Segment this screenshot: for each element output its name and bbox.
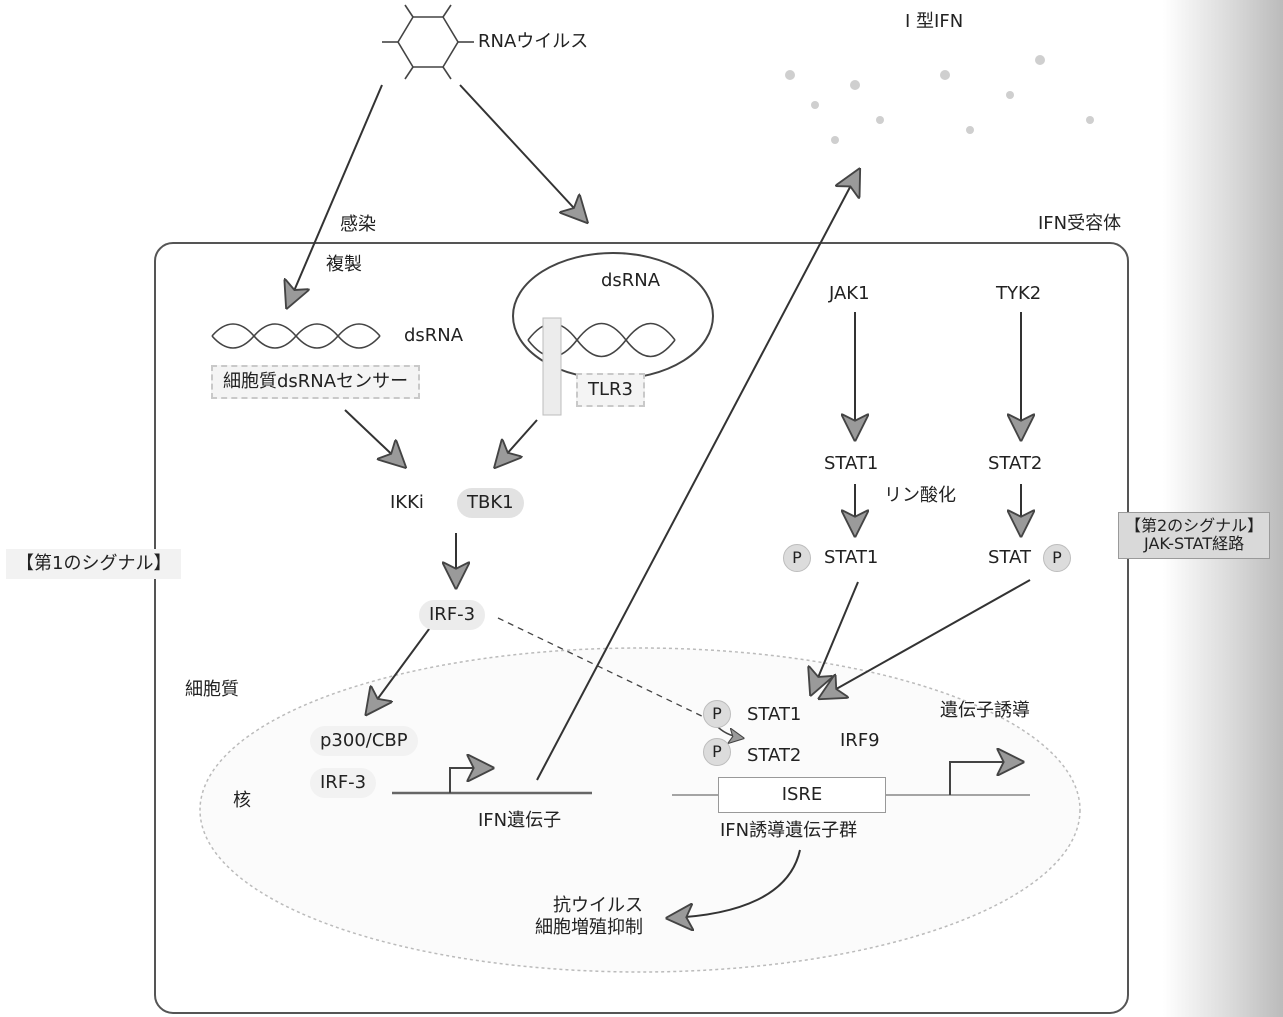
irf3-top-label: IRF-3 xyxy=(419,600,485,630)
nucleus-label: 核 xyxy=(233,792,251,810)
tyk2-label: TYK2 xyxy=(996,285,1041,303)
antiviral-line1: 抗ウイルス xyxy=(553,897,643,915)
ifn-induced-genes-label: IFN誘導遺伝子群 xyxy=(720,822,857,840)
cyto-dsrna-label: dsRNA xyxy=(404,327,463,345)
stat1-nucleus-label: STAT1 xyxy=(747,706,801,724)
phosphorylation-label: リン酸化 xyxy=(884,487,956,505)
p-stat2-label: STAT xyxy=(988,549,1031,567)
gene-induction-label: 遺伝子誘導 xyxy=(940,702,1030,720)
rna-virus-label: RNAウイルス xyxy=(478,33,588,51)
signal2-box: 【第2のシグナル】 JAK-STAT経路 xyxy=(1118,512,1270,559)
ifn-molecules xyxy=(785,55,1094,144)
cyto-dsrna-sensor-box: 細胞質dsRNAセンサー xyxy=(211,365,420,399)
cyto-dsrna-helix xyxy=(212,324,380,348)
type1-ifn-label: I 型IFN xyxy=(905,13,963,31)
stat1-label: STAT1 xyxy=(824,455,878,473)
tlr3-receptor xyxy=(543,318,561,415)
irf3-bottom-label: IRF-3 xyxy=(310,768,376,798)
signal2-line2: JAK-STAT経路 xyxy=(1125,535,1263,553)
isre-box: ISRE xyxy=(718,777,886,813)
p-stat1-label: STAT1 xyxy=(824,549,878,567)
p-stat1-nuc-icon: P xyxy=(703,700,731,728)
tlr3-box: TLR3 xyxy=(576,373,645,407)
signal2-line1: 【第2のシグナル】 xyxy=(1125,517,1263,535)
arrow-sensor-to-ikki xyxy=(345,410,403,465)
p300-cbp-label: p300/CBP xyxy=(310,726,418,756)
signal1-label: 【第1のシグナル】 xyxy=(6,549,181,579)
endosome-dsrna-label: dsRNA xyxy=(601,272,660,290)
infection-label: 感染 xyxy=(340,216,376,234)
tbk1-label: TBK1 xyxy=(457,488,524,518)
antiviral-line2: 細胞増殖抑制 xyxy=(535,919,643,937)
stat2-label: STAT2 xyxy=(988,455,1042,473)
arrow-tlr3-to-tbk1 xyxy=(497,420,537,465)
p-stat2-nuc-icon: P xyxy=(703,738,731,766)
virus-icon xyxy=(382,5,474,79)
p-stat2-phospho-icon: P xyxy=(1043,544,1071,572)
arrow-endocytosis xyxy=(460,85,585,220)
irf9-label: IRF9 xyxy=(840,732,880,750)
jak1-label: JAK1 xyxy=(829,285,870,303)
cytoplasm-label: 細胞質 xyxy=(185,681,239,699)
arrow-pstat2-to-nucleus xyxy=(822,580,1030,697)
ifn-gene-label: IFN遺伝子 xyxy=(478,812,561,830)
ifn-receptor-label: IFN受容体 xyxy=(1038,215,1121,233)
ikki-label: IKKi xyxy=(390,494,424,512)
stat2-nucleus-label: STAT2 xyxy=(747,747,801,765)
replication-label: 複製 xyxy=(326,256,362,274)
p-stat1-phospho-icon: P xyxy=(783,544,811,572)
